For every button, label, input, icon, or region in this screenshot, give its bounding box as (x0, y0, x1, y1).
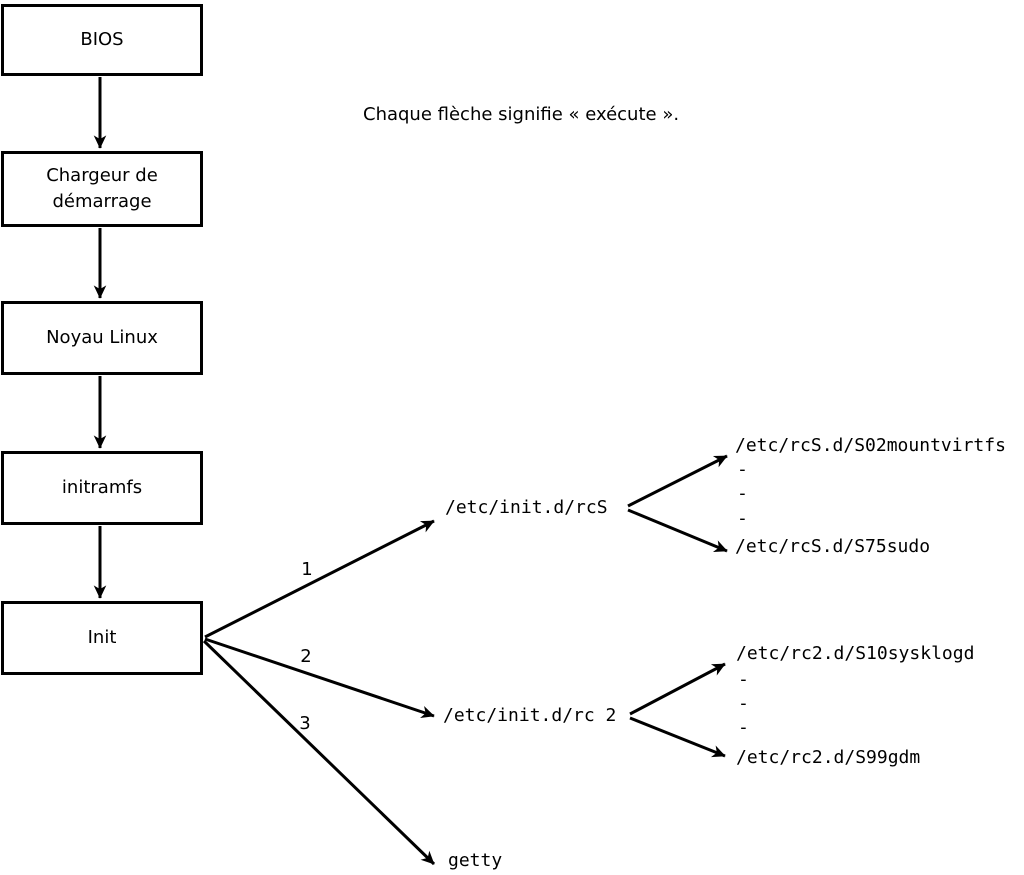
branch-number-2: 2 (300, 646, 312, 667)
node-initramfs-label: initramfs (61, 477, 143, 498)
node-bios: BIOS (1, 4, 203, 76)
rc2-first-script: /etc/rc2.d/S10sysklogd (736, 643, 975, 664)
node-bootloader: Chargeur de démarrage (1, 151, 203, 227)
node-init-label: Init (87, 627, 117, 648)
node-kernel: Noyau Linux (1, 301, 203, 375)
rcs-first-script: /etc/rcS.d/S02mountvirtfs (735, 435, 1006, 456)
target-rcs: /etc/init.d/rcS (445, 497, 608, 518)
branch-number-1: 1 (301, 559, 313, 580)
arrow-rc2-to-last-script (629, 716, 726, 758)
arrow-init-to-getty (202, 639, 436, 866)
arrow-init-to-rc2 (204, 637, 435, 718)
rcs-ellipsis-dash: - (737, 508, 748, 529)
arrow-rcs-to-first-script (627, 454, 728, 508)
arrow-rcs-to-last-script (627, 508, 728, 553)
target-rc2: /etc/init.d/rc 2 (443, 705, 617, 726)
rcs-ellipsis-dash: - (737, 483, 748, 504)
node-kernel-label: Noyau Linux (46, 327, 158, 348)
rc2-ellipsis-dash: - (738, 717, 749, 738)
node-bootloader-label: Chargeur de démarrage (46, 165, 158, 212)
target-getty: getty (448, 850, 503, 871)
rcs-ellipsis-dash: - (737, 459, 748, 480)
legend-note: Chaque flèche signifie « exécute ». (363, 104, 680, 125)
rc2-last-script: /etc/rc2.d/S99gdm (736, 747, 921, 768)
node-initramfs: initramfs (1, 451, 203, 525)
arrow-rc2-to-first-script (629, 662, 726, 716)
branch-number-3: 3 (299, 713, 311, 734)
rc2-ellipsis-dash: - (738, 669, 749, 690)
arrow-init-to-rcs (204, 519, 435, 639)
rc2-ellipsis-dash: - (738, 693, 749, 714)
node-init: Init (1, 601, 203, 675)
rcs-last-script: /etc/rcS.d/S75sudo (735, 536, 931, 557)
node-bios-label: BIOS (80, 29, 124, 50)
